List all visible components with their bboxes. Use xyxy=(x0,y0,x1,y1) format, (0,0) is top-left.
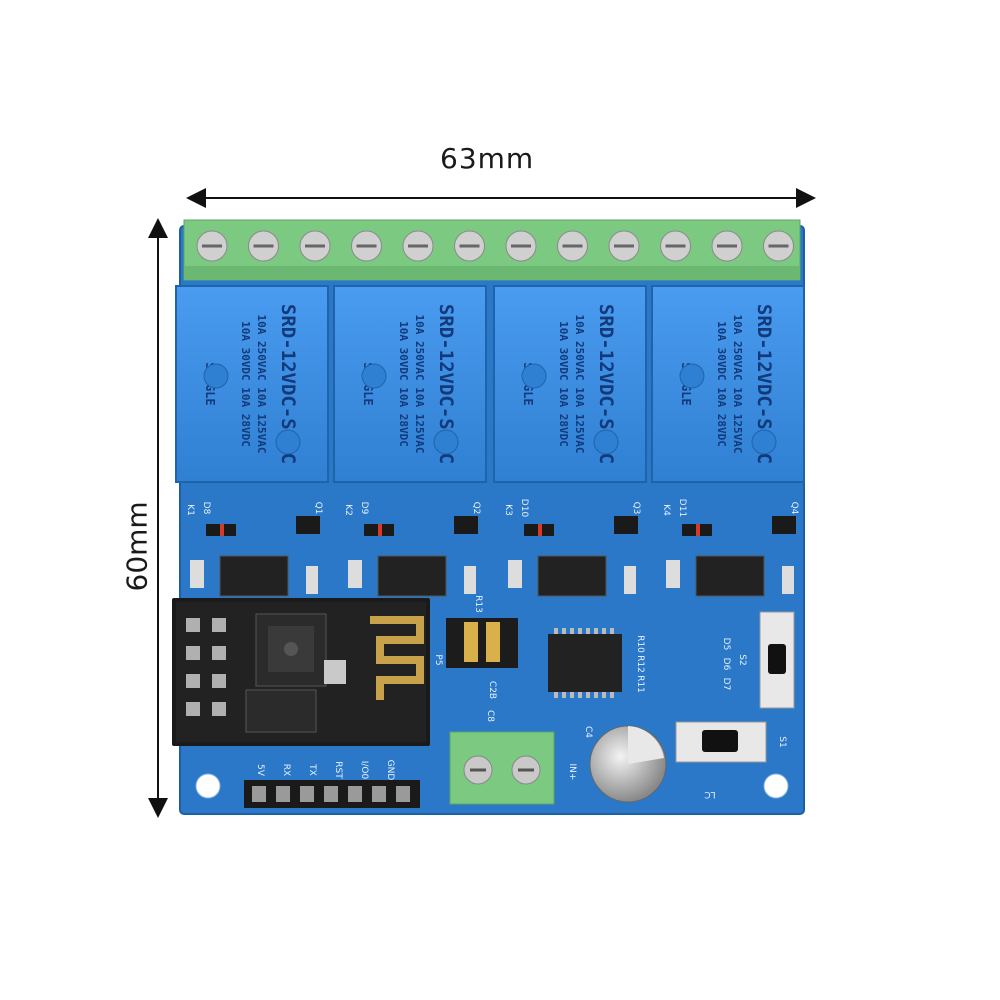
driver-circuit xyxy=(508,516,638,597)
relay-ref-label: K3 xyxy=(503,504,513,516)
ic-chip xyxy=(548,628,622,698)
width-dimension-label: 63mm xyxy=(440,142,535,175)
relay-rating-text: 10A 30VDC 10A 28VDC xyxy=(239,321,252,447)
transistor-ref-label: Q3 xyxy=(631,502,641,515)
resistor-label: R10 xyxy=(635,635,645,653)
jumper-block xyxy=(446,618,518,668)
relay-rating-text: 10A 250VAC 10A 125VAC xyxy=(255,314,268,453)
pin-label: RST xyxy=(333,761,343,779)
relay-rating-text: 10A 250VAC 10A 125VAC xyxy=(731,314,744,453)
capacitor-label: C4 xyxy=(583,726,593,738)
relay-model-text: SRD-12VDC-SL-C xyxy=(277,304,299,464)
pin-header xyxy=(244,780,420,808)
transistor-ref-label: Q4 xyxy=(789,502,799,515)
silk-label: P5 xyxy=(433,654,443,665)
pin-label: I/O0 xyxy=(359,761,369,780)
silk-label: C2B xyxy=(487,681,497,699)
power-input-label: IN+ xyxy=(567,764,577,781)
diode-ref-label: D10 xyxy=(519,499,529,518)
driver-circuit xyxy=(190,516,320,597)
switch-label: S2 xyxy=(737,654,747,665)
relay-model-text: SRD-12VDC-SL-C xyxy=(435,304,457,464)
relay-rating-text: 10A 250VAC 10A 125VAC xyxy=(573,314,586,453)
driver-circuit xyxy=(348,516,478,597)
electrolytic-capacitor xyxy=(589,725,667,803)
pin-label: 5V xyxy=(255,764,265,777)
led-label: D5 xyxy=(721,638,731,651)
resistor-label: R12 xyxy=(635,655,645,673)
relay-ref-label: K4 xyxy=(661,504,671,516)
led-label: D7 xyxy=(721,678,731,691)
relay-rating-text: 10A 30VDC 10A 28VDC xyxy=(397,321,410,447)
relay-rating-text: 10A 30VDC 10A 28VDC xyxy=(557,321,570,447)
relay-model-text: SRD-12VDC-SL-C xyxy=(595,304,617,464)
diode-ref-label: D11 xyxy=(677,499,687,517)
pin-label: TX xyxy=(307,763,317,776)
pin-label: RX xyxy=(281,764,291,776)
silk-label: C8 xyxy=(485,710,495,722)
transistor-ref-label: Q2 xyxy=(471,502,481,515)
tactile-switch-s1 xyxy=(675,721,767,763)
transistor-ref-label: Q1 xyxy=(313,502,323,515)
mount-hole xyxy=(763,773,789,799)
power-terminal xyxy=(449,731,555,805)
driver-circuit xyxy=(666,516,796,597)
relay-rating-text: 10A 30VDC 10A 28VDC xyxy=(715,321,728,447)
silk-label: LC xyxy=(704,789,715,799)
led-label: D6 xyxy=(721,658,731,671)
mount-hole xyxy=(195,773,221,799)
screw-terminal-row xyxy=(183,219,801,281)
diode-ref-label: D8 xyxy=(201,502,211,515)
tactile-switch-s2 xyxy=(759,611,795,709)
relay-ref-label: K1 xyxy=(185,504,195,516)
resistor-label: R11 xyxy=(635,675,645,693)
esp01-module xyxy=(172,598,430,746)
relay-ref-label: K2 xyxy=(343,504,353,516)
diode-ref-label: D9 xyxy=(359,502,369,515)
pin-label: GND xyxy=(385,760,395,781)
silk-label: R13 xyxy=(473,595,483,613)
switch-label: S1 xyxy=(777,736,787,747)
relay-rating-text: 10A 250VAC 10A 125VAC xyxy=(413,314,426,453)
relay-model-text: SRD-12VDC-SL-C xyxy=(753,304,775,464)
